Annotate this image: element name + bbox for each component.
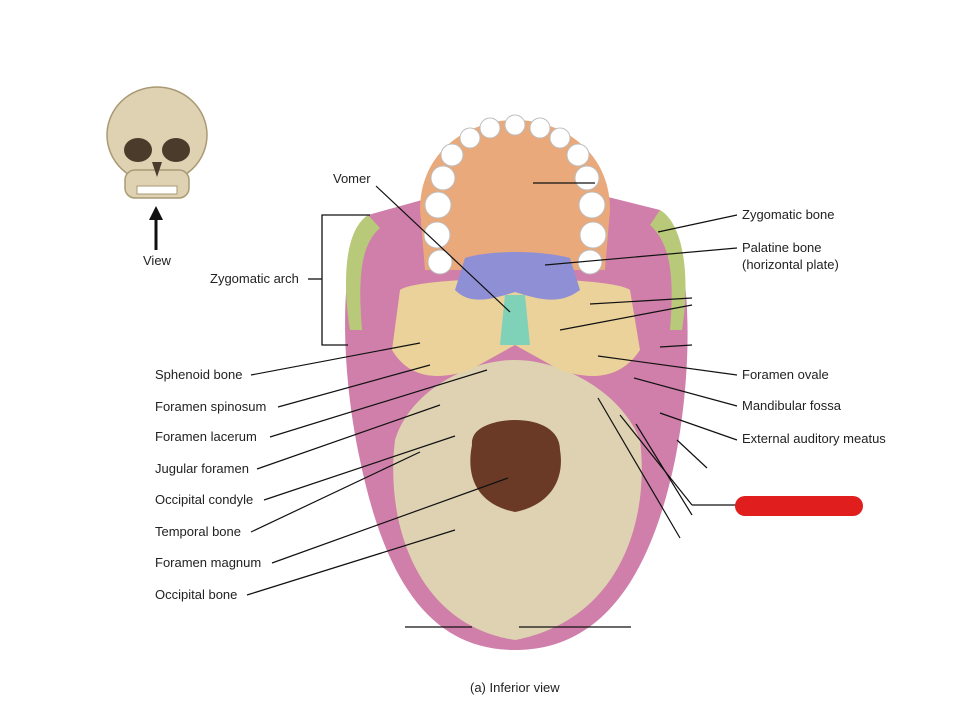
label-palatine-horizontal-plate: (horizontal plate) <box>742 257 839 272</box>
view-arrow <box>149 206 163 250</box>
label-temporal-bone: Temporal bone <box>155 524 241 539</box>
figure-caption: (a) Inferior view <box>470 680 560 695</box>
teeth <box>423 114 607 275</box>
zygomatic-arch-label: Zygomatic arch <box>210 271 299 286</box>
leader-lines <box>246 182 738 628</box>
zygomatic-arch-bracket <box>308 214 370 346</box>
label-mandibular-fossa: Mandibular fossa <box>742 398 841 413</box>
zygomatic-arch-left <box>345 215 380 330</box>
label-palatine-bone: Palatine bone <box>742 240 822 255</box>
view-label: View <box>143 253 171 268</box>
palatine-bone-region <box>455 252 580 300</box>
foramen-magnum-region <box>470 420 561 512</box>
label-foramen-ovale: Foramen ovale <box>742 367 829 382</box>
label-foramen-lacerum: Foramen lacerum <box>155 429 257 444</box>
maxilla-region <box>420 120 610 270</box>
vomer-label: Vomer <box>333 171 371 186</box>
label-occipital-condyle: Occipital condyle <box>155 492 254 507</box>
label-foramen-magnum: Foramen magnum <box>155 555 262 570</box>
label-zygomatic-bone: Zygomatic bone <box>742 207 835 222</box>
label-occipital-bone: Occipital bone <box>155 587 238 602</box>
label-jugular-foramen: Jugular foramen <box>155 461 249 476</box>
redaction-bar <box>735 496 863 516</box>
zygomatic-arch-right <box>650 210 686 330</box>
anterior-skull-thumbnail <box>106 86 208 199</box>
vomer-region <box>500 295 530 345</box>
label-external-auditory-meatus: External auditory meatus <box>742 431 886 446</box>
label-sphenoid-bone: Sphenoid bone <box>155 367 243 382</box>
label-foramen-spinosum: Foramen spinosum <box>155 399 267 414</box>
skull-base <box>345 114 688 650</box>
